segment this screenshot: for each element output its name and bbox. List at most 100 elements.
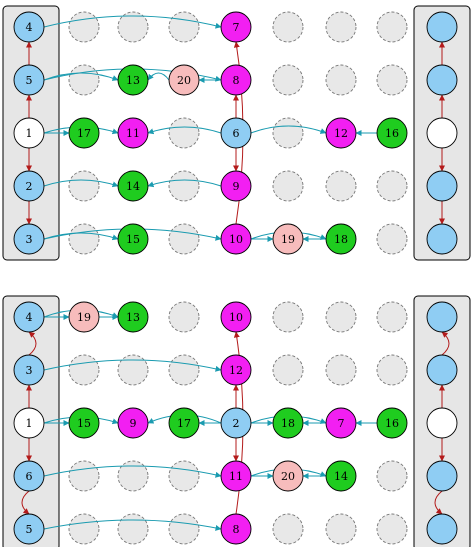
graph-node: 2 bbox=[220, 407, 252, 439]
empty-node bbox=[68, 170, 100, 202]
node-circle bbox=[220, 407, 252, 439]
graph-node bbox=[426, 354, 458, 386]
empty-node bbox=[325, 170, 357, 202]
empty-node bbox=[117, 11, 149, 43]
node-circle bbox=[272, 407, 304, 439]
empty-node bbox=[272, 64, 304, 96]
empty-node bbox=[325, 354, 357, 386]
node-label: 6 bbox=[26, 470, 33, 483]
node-circle bbox=[426, 170, 458, 202]
node-circle bbox=[220, 170, 252, 202]
empty-node bbox=[325, 513, 357, 545]
graph-node: 14 bbox=[117, 170, 149, 202]
node-circle bbox=[426, 301, 458, 333]
node-label: 11 bbox=[126, 127, 140, 140]
graph-node: 18 bbox=[325, 223, 357, 255]
graph-node: 14 bbox=[325, 460, 357, 492]
empty-node bbox=[376, 11, 408, 43]
empty-node bbox=[325, 11, 357, 43]
empty-node bbox=[272, 170, 304, 202]
node-circle bbox=[117, 117, 149, 149]
node-label: 20 bbox=[281, 470, 295, 483]
graph-node: 6 bbox=[220, 117, 252, 149]
node-label: 9 bbox=[130, 417, 137, 430]
graph-node: 5 bbox=[13, 513, 45, 545]
node-circle bbox=[220, 11, 252, 43]
graph-node: 13 bbox=[117, 64, 149, 96]
edge-layer bbox=[21, 309, 450, 531]
node-label: 14 bbox=[334, 470, 348, 483]
graph-node: 2 bbox=[13, 170, 45, 202]
empty-node bbox=[68, 11, 100, 43]
graph-node: 20 bbox=[168, 64, 200, 96]
empty-node bbox=[376, 513, 408, 545]
graph-node bbox=[426, 223, 458, 255]
node-circle bbox=[426, 11, 458, 43]
node-label: 12 bbox=[334, 127, 348, 140]
teal-arrow-edge bbox=[147, 179, 222, 188]
node-circle bbox=[13, 11, 45, 43]
empty-node bbox=[117, 354, 149, 386]
empty-node bbox=[272, 117, 304, 149]
node-label: 13 bbox=[126, 74, 140, 87]
empty-node bbox=[68, 513, 100, 545]
graph-node: 17 bbox=[168, 407, 200, 439]
graph-node: 19 bbox=[272, 223, 304, 255]
node-circle bbox=[220, 223, 252, 255]
graph-node: 11 bbox=[117, 117, 149, 149]
empty-node bbox=[68, 354, 100, 386]
node-label: 1 bbox=[26, 127, 33, 140]
node-circle bbox=[68, 407, 100, 439]
node-circle bbox=[13, 223, 45, 255]
graph-node: 3 bbox=[13, 354, 45, 386]
empty-node bbox=[117, 460, 149, 492]
node-circle bbox=[13, 513, 45, 545]
graph-node: 4 bbox=[13, 11, 45, 43]
graph-node: 13 bbox=[117, 301, 149, 333]
empty-node bbox=[168, 460, 200, 492]
node-circle bbox=[376, 117, 408, 149]
node-label: 11 bbox=[229, 470, 243, 483]
graph-node: 16 bbox=[376, 117, 408, 149]
graph-node: 16 bbox=[376, 407, 408, 439]
node-label: 4 bbox=[26, 21, 33, 34]
graph-node: 18 bbox=[272, 407, 304, 439]
graph-node: 19 bbox=[68, 301, 100, 333]
graph-node: 1 bbox=[13, 117, 45, 149]
node-label: 7 bbox=[338, 417, 345, 430]
node-circle bbox=[220, 117, 252, 149]
teal-arrow-edge bbox=[43, 519, 222, 531]
node-label: 17 bbox=[177, 417, 191, 430]
node-circle bbox=[220, 513, 252, 545]
graph-node: 9 bbox=[220, 170, 252, 202]
node-label: 15 bbox=[126, 233, 140, 246]
graph-node: 12 bbox=[220, 354, 252, 386]
graph-node: 12 bbox=[325, 117, 357, 149]
node-label: 8 bbox=[233, 523, 240, 536]
node-circle bbox=[68, 301, 100, 333]
teal-arrow-edge bbox=[147, 126, 222, 135]
empty-node bbox=[272, 354, 304, 386]
empty-node bbox=[376, 223, 408, 255]
graph-node bbox=[426, 513, 458, 545]
node-label: 14 bbox=[126, 180, 140, 193]
node-label: 5 bbox=[26, 74, 33, 87]
node-circle bbox=[168, 64, 200, 96]
node-circle bbox=[68, 117, 100, 149]
graph-node: 15 bbox=[68, 407, 100, 439]
graph-node: 8 bbox=[220, 513, 252, 545]
teal-arrow-edge bbox=[43, 15, 222, 29]
graph-node: 5 bbox=[13, 64, 45, 96]
node-circle bbox=[117, 407, 149, 439]
node-circle bbox=[220, 64, 252, 96]
node-label: 3 bbox=[26, 233, 33, 246]
node-label: 9 bbox=[233, 180, 240, 193]
graph-node: 10 bbox=[220, 301, 252, 333]
node-circle bbox=[13, 117, 45, 149]
node-label: 7 bbox=[233, 21, 240, 34]
graph-node bbox=[426, 117, 458, 149]
graph-node: 15 bbox=[117, 223, 149, 255]
